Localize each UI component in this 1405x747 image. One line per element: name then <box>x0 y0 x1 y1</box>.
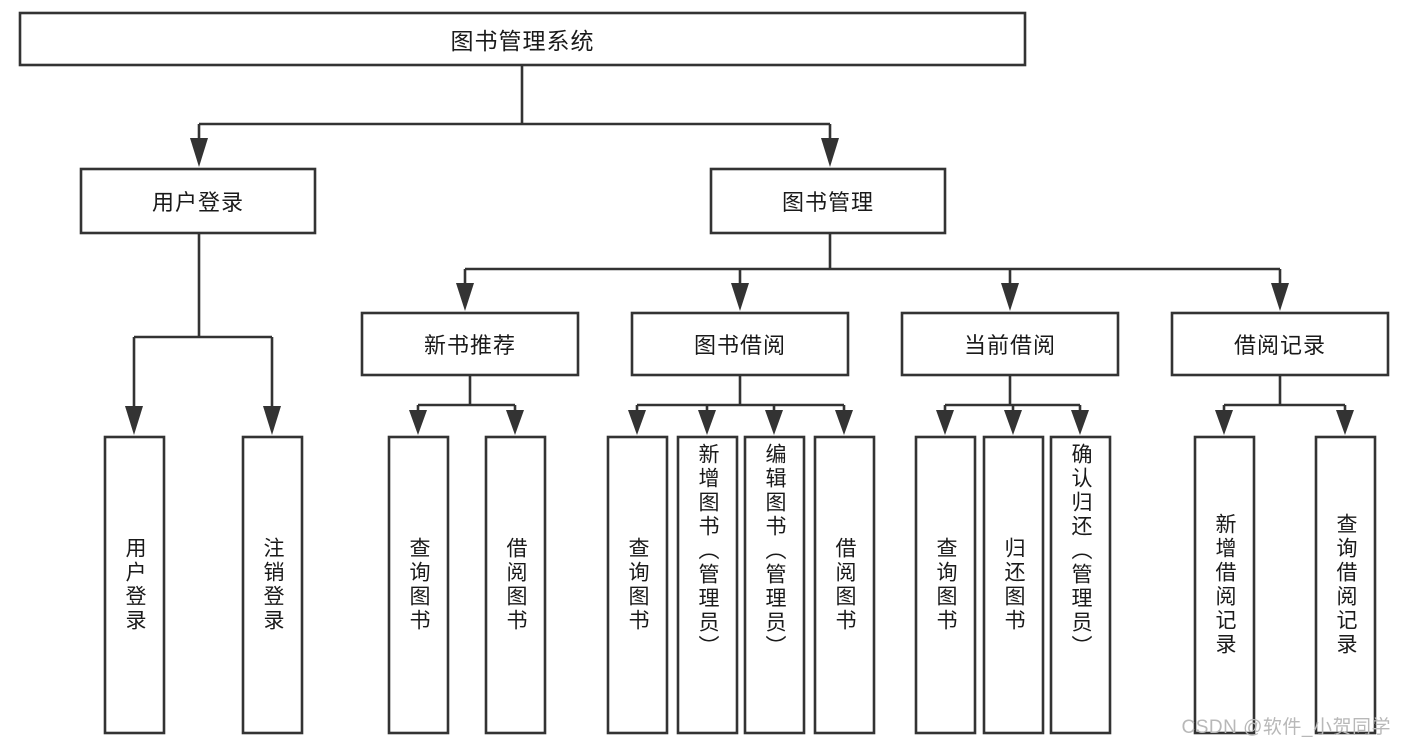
node-box-book-borrow[interactable] <box>630 311 850 377</box>
node-box-current-borrow[interactable] <box>900 311 1120 377</box>
node-box-leaf-return-book[interactable] <box>982 435 1045 735</box>
connector-group-current-borrow <box>936 375 1089 435</box>
connector-group-user-login <box>125 233 281 435</box>
node-box-leaf-add-borrow-record[interactable] <box>1193 435 1256 735</box>
connector-group-root <box>190 65 839 167</box>
node-box-leaf-edit-book[interactable] <box>743 435 806 735</box>
node-box-book-management[interactable] <box>709 167 947 235</box>
connector-group-book-management <box>456 233 1289 311</box>
connector-group-borrow-record <box>1215 375 1354 435</box>
arrow-head-leaf-return-book <box>1004 410 1022 435</box>
node-box-leaf-query-borrow-record[interactable] <box>1314 435 1377 735</box>
node-box-leaf-borrow-book-2[interactable] <box>813 435 876 735</box>
connector-group-book-borrow <box>628 375 853 435</box>
node-box-leaf-logout-login[interactable] <box>241 435 304 735</box>
arrow-head-leaf-query-book-3 <box>936 410 954 435</box>
arrow-head-leaf-borrow-book-2 <box>835 410 853 435</box>
node-box-user-login[interactable] <box>79 167 317 235</box>
node-box-new-book-recommend[interactable] <box>360 311 580 377</box>
arrow-head-leaf-query-book-2 <box>628 410 646 435</box>
arrow-head-borrow-record <box>1271 283 1289 311</box>
arrow-head-leaf-query-borrow-record <box>1336 410 1354 435</box>
node-box-leaf-user-login[interactable] <box>103 435 166 735</box>
node-box-root[interactable] <box>18 11 1027 67</box>
node-box-leaf-confirm-return[interactable] <box>1049 435 1112 735</box>
arrow-head-new-book-recommend <box>456 283 474 311</box>
arrow-head-current-borrow <box>1001 283 1019 311</box>
arrow-head-book-management <box>821 138 839 167</box>
arrow-head-leaf-query-book-1 <box>409 410 427 435</box>
arrow-head-leaf-add-borrow-record <box>1215 410 1233 435</box>
node-box-leaf-query-book-3[interactable] <box>914 435 977 735</box>
arrow-head-book-borrow <box>731 283 749 311</box>
node-box-leaf-query-book-2[interactable] <box>606 435 669 735</box>
arrow-head-leaf-add-book <box>698 410 716 435</box>
arrow-head-leaf-logout-login <box>263 406 281 435</box>
node-box-leaf-borrow-book-1[interactable] <box>484 435 547 735</box>
arrow-head-leaf-edit-book <box>765 410 783 435</box>
arrow-head-leaf-user-login <box>125 406 143 435</box>
node-box-leaf-query-book-1[interactable] <box>387 435 450 735</box>
node-box-leaf-add-book[interactable] <box>676 435 739 735</box>
node-box-borrow-record[interactable] <box>1170 311 1390 377</box>
arrow-head-user-login <box>190 138 208 167</box>
arrow-head-leaf-confirm-return <box>1071 410 1089 435</box>
connector-group-new-book-recommend <box>409 375 524 435</box>
arrow-head-leaf-borrow-book-1 <box>506 410 524 435</box>
